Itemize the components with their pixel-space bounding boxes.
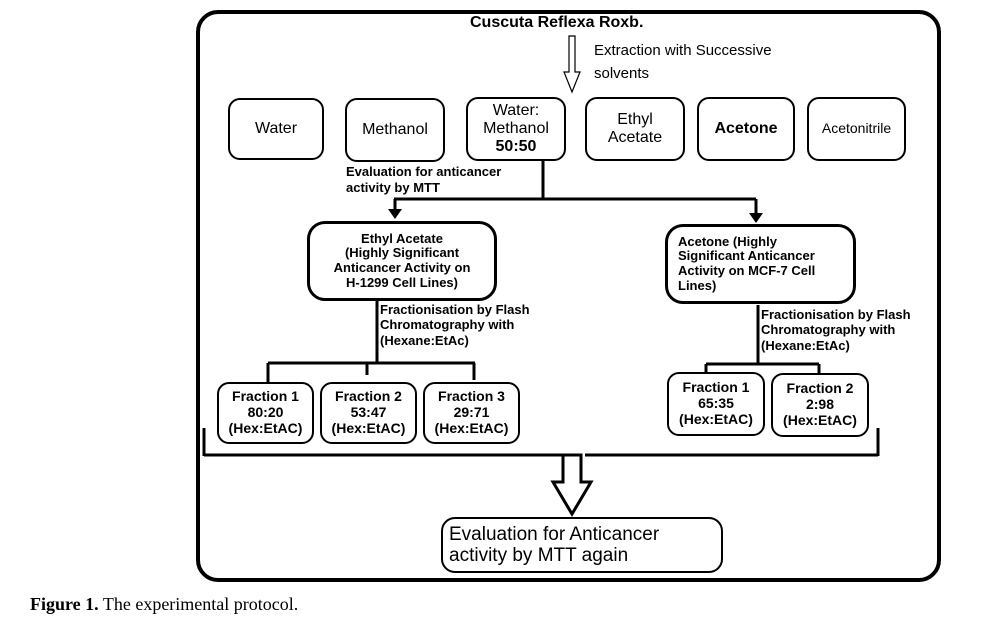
arrowheads — [388, 209, 763, 223]
solvent-label: Methanol — [362, 121, 428, 139]
solvent-label: Ethyl Acetate — [607, 111, 663, 146]
branch-box-ethyl-acetate: Ethyl Acetate (Highly Significant Antica… — [307, 221, 497, 301]
fraction-ratio: 65:35 — [698, 395, 734, 412]
solvent-ratio: 50:50 — [495, 137, 537, 155]
extraction-label: Extraction with Successive solvents — [594, 42, 772, 83]
solvent-label: Acetone — [714, 120, 778, 138]
fraction-name: Fraction 1 — [232, 388, 299, 405]
solvent-box-water-methanol: Water: Methanol 50:50 — [466, 97, 566, 161]
fraction-solvent: (Hex:EtAC) — [331, 419, 406, 436]
final-evaluation-box: Evaluation for Anticancer activity by MT… — [441, 517, 723, 573]
solvent-label: Water: Methanol — [483, 102, 549, 138]
solvent-box-water: Water — [228, 98, 324, 160]
fraction-ratio: 80:20 — [247, 404, 284, 421]
solvent-label: Water — [254, 120, 298, 138]
fraction-box: Fraction 1 80:20 (Hex:EtAC) — [217, 382, 314, 444]
fraction-ratio: 29:71 — [453, 404, 490, 421]
fraction-name: Fraction 1 — [682, 379, 750, 396]
final-arrow — [550, 453, 594, 517]
solvent-box-methanol: Methanol — [345, 98, 445, 162]
fraction-box: Fraction 1 65:35 (Hex:EtAC) — [667, 372, 765, 436]
fraction-solvent: (Hex:EtAC) — [679, 410, 753, 427]
fraction-box: Fraction 3 29:71 (Hex:EtAC) — [423, 382, 520, 444]
fraction-solvent: (Hex:EtAC) — [228, 419, 303, 436]
solvent-box-acetonitrile: Acetonitrile — [807, 97, 906, 161]
fraction-name: Fraction 2 — [335, 388, 402, 405]
fraction-box: Fraction 2 53:47 (Hex:EtAC) — [320, 382, 417, 444]
solvent-label: Acetonitrile — [821, 120, 892, 137]
diagram-frame — [196, 10, 941, 582]
figure-label: Figure 1. — [30, 594, 99, 614]
figure-caption: Figure 1. The experimental protocol. — [30, 594, 298, 615]
fraction-solvent: (Hex:EtAC) — [783, 411, 857, 428]
fraction-name: Fraction 3 — [438, 388, 505, 405]
fraction-ratio: 2:98 — [805, 396, 835, 413]
diagram-title: Cuscuta Reflexa Roxb. — [470, 14, 644, 31]
fraction-solvent: (Hex:EtAC) — [434, 419, 509, 436]
fractionation-label-right: Fractionisation by Flash Chromatography … — [761, 307, 911, 353]
caption-text: The experimental protocol. — [98, 594, 299, 614]
evaluation-label: Evaluation for anticancer activity by MT… — [346, 164, 502, 195]
fraction-box: Fraction 2 2:98 (Hex:EtAC) — [771, 373, 869, 437]
fraction-name: Fraction 2 — [786, 380, 854, 397]
branch-label: Ethyl Acetate (Highly Significant Antica… — [333, 230, 471, 290]
branch-label: Acetone (Highly Significant Anticancer A… — [678, 233, 816, 293]
fractionation-label-left: Fractionisation by Flash Chromatography … — [380, 302, 530, 348]
extraction-arrow — [563, 35, 581, 94]
branch-box-acetone: Acetone (Highly Significant Anticancer A… — [665, 224, 856, 304]
final-label: Evaluation for Anticancer activity by MT… — [449, 523, 660, 566]
solvent-box-ethyl-acetate: Ethyl Acetate — [585, 97, 685, 161]
fraction-ratio: 53:47 — [350, 404, 387, 421]
solvent-box-acetone: Acetone — [697, 97, 795, 161]
